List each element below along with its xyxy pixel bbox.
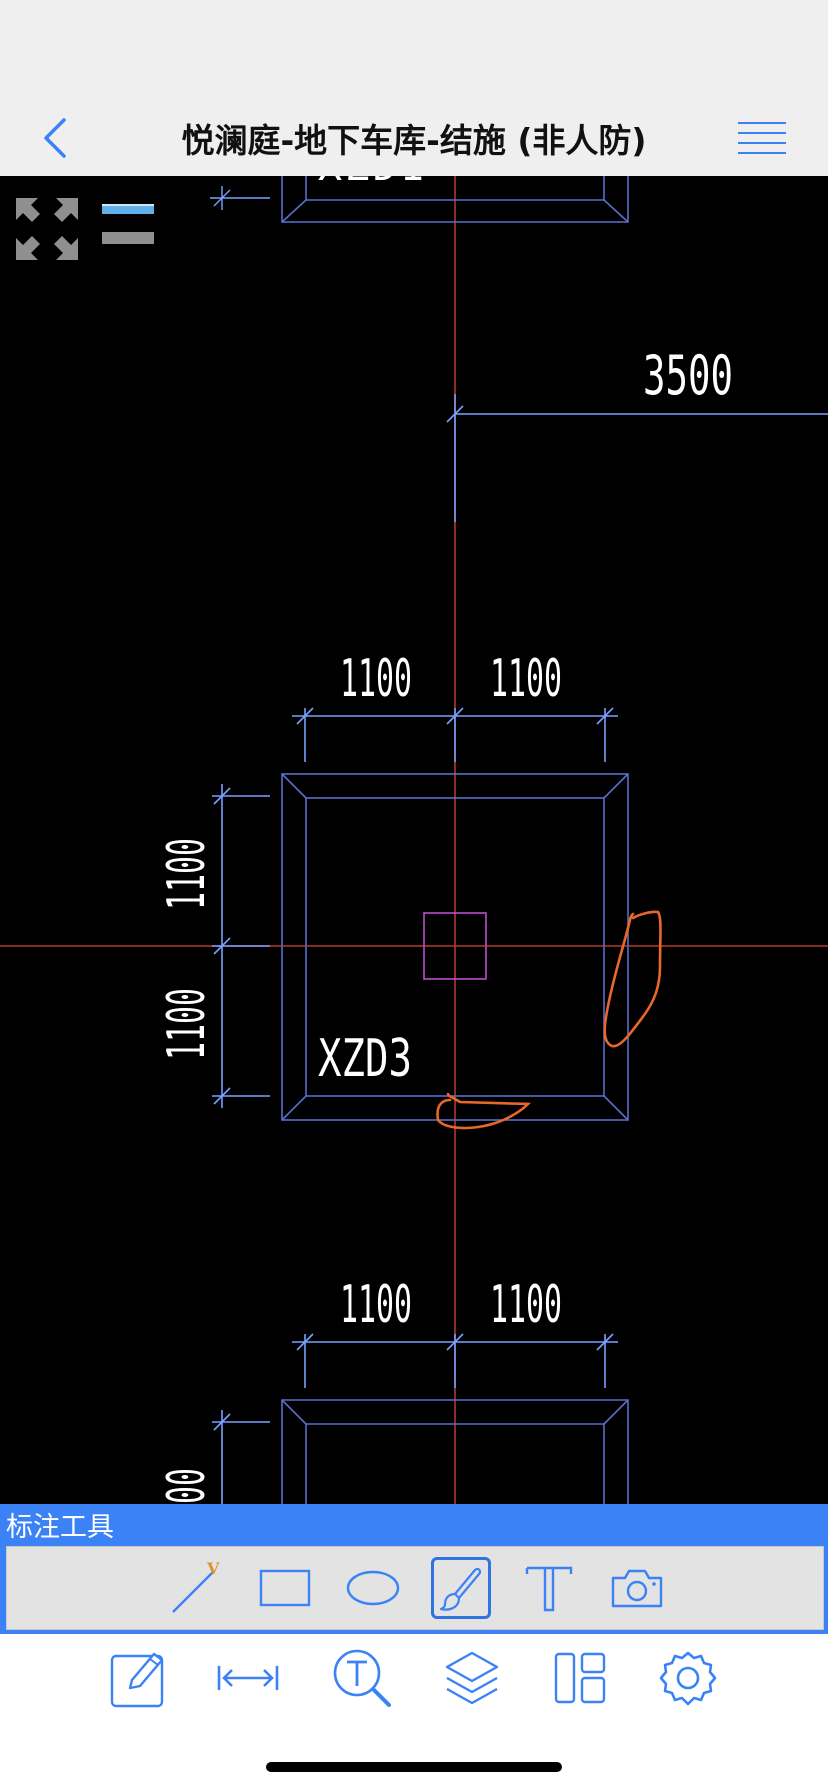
tab-settings[interactable]	[656, 1646, 720, 1710]
dim-mid-vertical	[212, 784, 270, 1108]
line-icon: V	[172, 1559, 220, 1613]
measure-icon	[217, 1666, 279, 1690]
dim-bottom-left-text: 1100	[340, 1275, 412, 1335]
foundation-top-label: XZD1	[318, 176, 424, 190]
fullscreen-button[interactable]	[14, 196, 80, 262]
tab-markup[interactable]	[106, 1646, 170, 1710]
text-search-icon	[333, 1649, 391, 1707]
home-indicator	[266, 1762, 562, 1772]
menu-button[interactable]	[732, 106, 792, 170]
text-tool[interactable]	[519, 1557, 579, 1619]
foundation-top	[281, 176, 629, 223]
markup-stroke-bottom	[436, 1092, 532, 1130]
dim-mid-left-text: 1100	[340, 649, 412, 709]
dim-mid-horizontal	[292, 707, 618, 762]
ellipse-tool[interactable]	[343, 1557, 403, 1619]
back-button[interactable]	[30, 106, 80, 170]
dim-bottom-horizontal	[292, 1333, 618, 1388]
foundation-mid-label: XZD3	[318, 1029, 412, 1089]
drawing-canvas[interactable]: XZD1 3500 1100 1100	[0, 176, 828, 1504]
tab-measure[interactable]	[216, 1646, 280, 1710]
dim-mid-upper-text: 1100	[157, 838, 217, 910]
chevron-left-icon	[44, 118, 66, 158]
dim-bottom-vertical	[212, 1410, 270, 1504]
layer-toggle-button[interactable]	[100, 204, 156, 250]
dim-bottom-partial-text: 00	[157, 1468, 217, 1504]
ellipse-icon	[346, 1570, 400, 1606]
foundation-mid	[281, 773, 629, 1121]
brush-icon	[439, 1567, 482, 1611]
tab-layout[interactable]	[548, 1646, 612, 1710]
column-outline	[423, 912, 487, 980]
dim-mid-lower-text: 1100	[157, 988, 217, 1060]
tab-text-search[interactable]	[330, 1646, 394, 1710]
tab-layers[interactable]	[440, 1646, 504, 1710]
cad-drawing: XZD1 3500 1100 1100	[0, 176, 828, 1504]
brush-tool[interactable]	[431, 1557, 491, 1619]
dim-3500-line	[446, 394, 828, 522]
dim-bottom-right-text: 1100	[490, 1275, 562, 1335]
dim-3500-text: 3500	[643, 344, 733, 407]
layer-toggle-bar	[102, 232, 154, 244]
line-tool[interactable]: V	[167, 1557, 227, 1619]
camera-tool[interactable]	[607, 1557, 667, 1619]
rectangle-icon	[259, 1569, 311, 1607]
page-title: 悦澜庭-地下车库-结施 (非人防)	[181, 121, 647, 160]
gear-icon	[659, 1651, 717, 1706]
layout-icon	[554, 1652, 606, 1704]
dim-top-left-tick	[210, 186, 270, 210]
status-bar	[0, 0, 828, 100]
dim-mid-right-text: 1100	[490, 649, 562, 709]
text-T-icon	[525, 1566, 573, 1612]
navigation-bar: 悦澜庭-地下车库-结施 (非人防)	[0, 100, 828, 177]
markup-stroke-right	[603, 910, 662, 1048]
hamburger-menu-icon	[738, 122, 786, 154]
edit-icon	[110, 1652, 164, 1708]
annotation-panel: 标注工具 V	[0, 1504, 828, 1634]
rectangle-tool[interactable]	[255, 1557, 315, 1619]
camera-icon	[611, 1569, 663, 1608]
line-tool-badge: V	[206, 1559, 220, 1578]
layer-toggle-icon	[102, 204, 154, 214]
annotation-panel-title: 标注工具	[6, 1511, 114, 1543]
foundation-bottom	[281, 1399, 629, 1504]
expand-arrows-icon	[16, 198, 78, 260]
layers-icon	[445, 1651, 499, 1705]
annotation-toolbar: V	[6, 1546, 824, 1630]
